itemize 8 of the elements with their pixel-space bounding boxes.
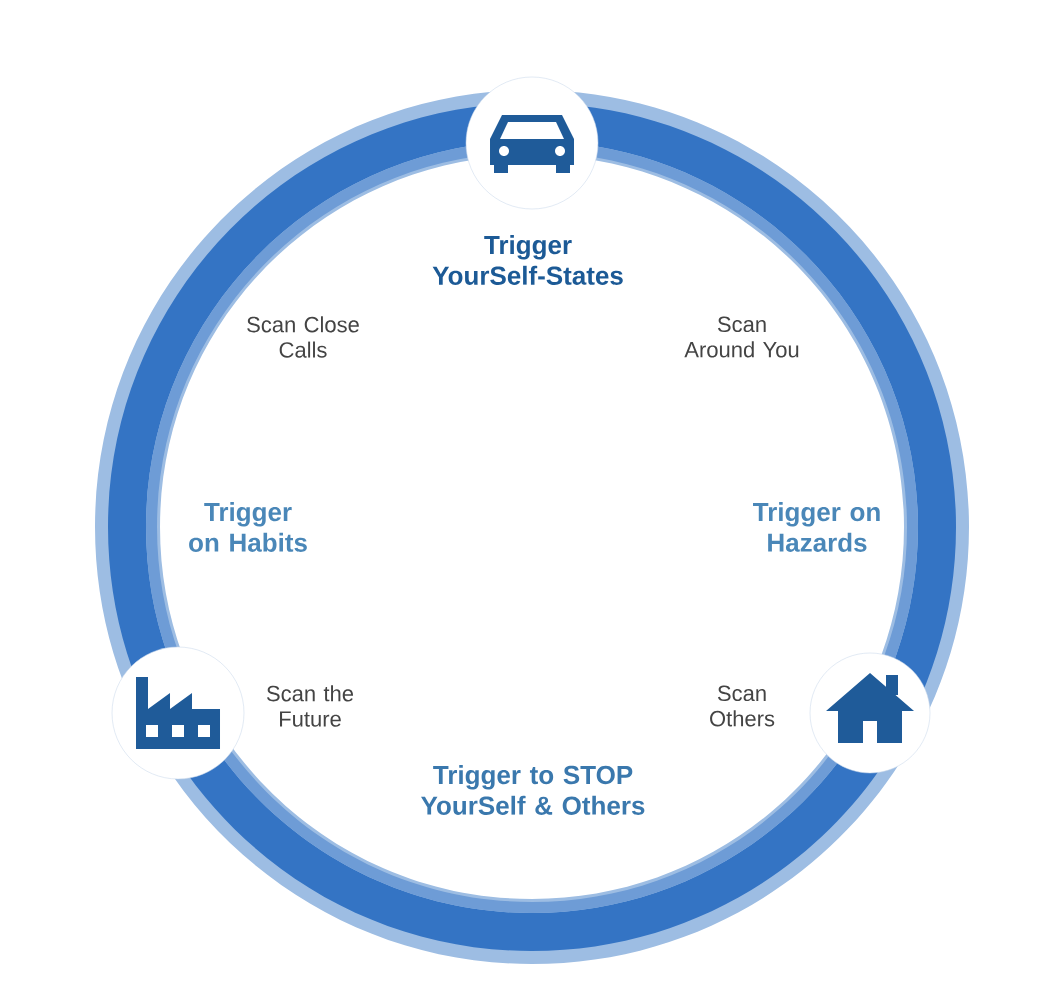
step-label: Scan Others (710, 685, 775, 727)
step-label: Scan Close Calls (247, 316, 359, 358)
step-label: Scan the Future (267, 685, 354, 727)
step-heading: Trigger to STOP YourSelf & Others (421, 765, 645, 815)
step-heading: Trigger on Habits (189, 502, 307, 552)
step-heading: Trigger YourSelf-States (432, 235, 623, 285)
step-label: Scan Around You (684, 316, 799, 358)
step-heading: Trigger on Hazards (753, 502, 880, 552)
